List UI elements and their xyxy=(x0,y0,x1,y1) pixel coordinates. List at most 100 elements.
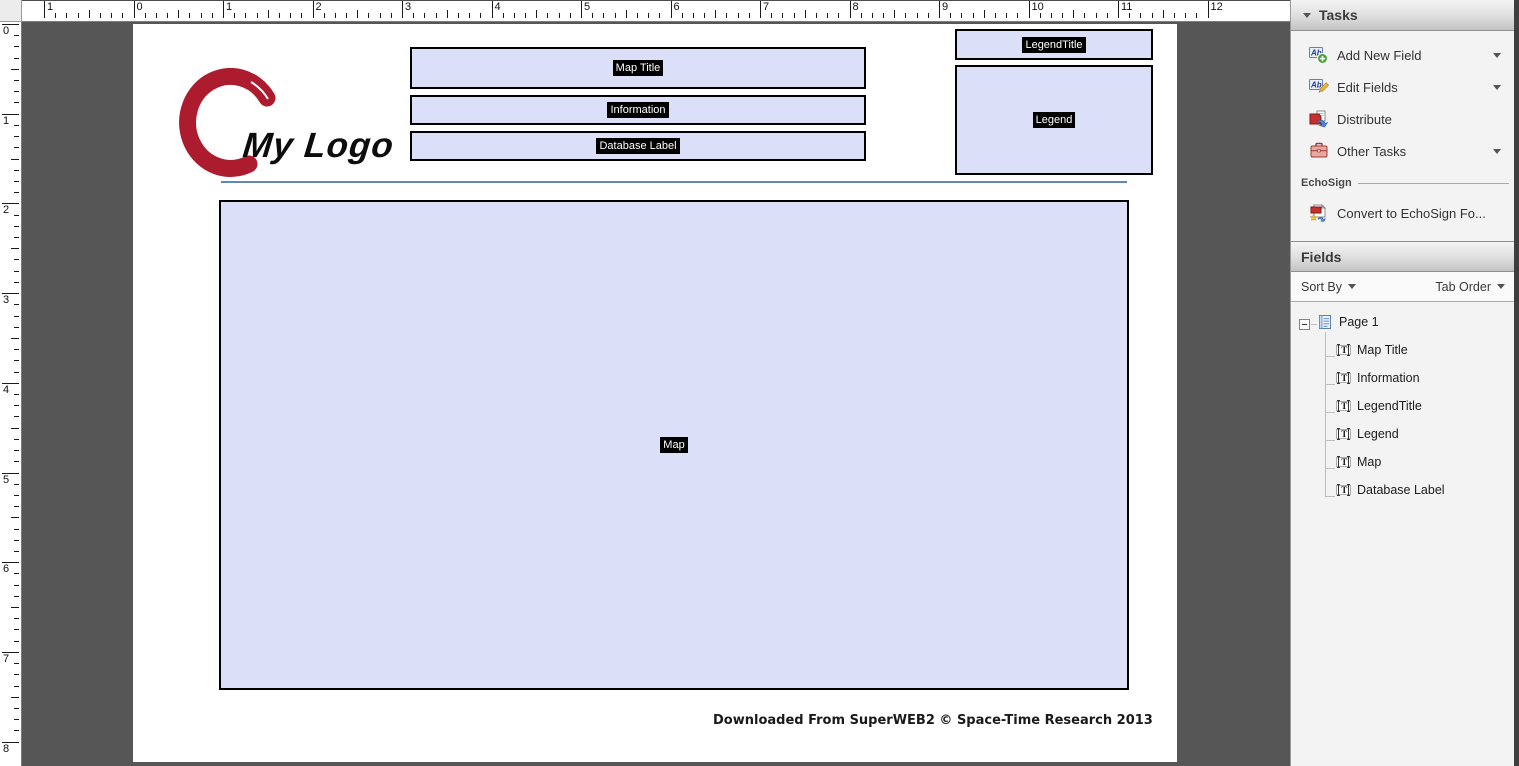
ruler-minor-tick xyxy=(14,147,19,149)
ruler-minor-tick xyxy=(592,13,594,18)
task-item-distribute[interactable]: Distribute xyxy=(1291,103,1519,135)
ruler-minor-tick xyxy=(234,13,236,18)
ruler-minor-tick xyxy=(390,13,392,18)
ruler-major-tick xyxy=(491,1,493,18)
chevron-down-icon[interactable] xyxy=(1493,149,1501,154)
ruler-label: 7 xyxy=(3,652,10,665)
text-field-icon: T xyxy=(1335,482,1352,498)
ruler-major-tick xyxy=(2,382,19,384)
ruler-minor-tick xyxy=(11,337,19,339)
form-field-map-title[interactable]: Map Title xyxy=(410,47,866,89)
tree-node-label: Database Label xyxy=(1357,483,1445,497)
form-field-database-label[interactable]: Database Label xyxy=(410,131,866,161)
ruler-minor-tick xyxy=(14,349,19,351)
tree-expander[interactable] xyxy=(1299,319,1310,330)
ruler-minor-tick xyxy=(536,10,538,18)
task-item-other-tasks[interactable]: Other Tasks xyxy=(1291,135,1519,167)
ruler-minor-tick xyxy=(704,13,706,18)
ruler-minor-tick xyxy=(603,13,605,18)
chevron-down-icon[interactable] xyxy=(1493,53,1501,58)
ruler-minor-tick xyxy=(77,13,79,18)
form-field-information[interactable]: Information xyxy=(410,95,866,125)
ruler-minor-tick xyxy=(14,674,19,676)
ruler-minor-tick xyxy=(804,10,806,18)
ruler-minor-tick xyxy=(883,13,885,18)
ruler-minor-tick xyxy=(737,13,739,18)
ruler-minor-tick xyxy=(894,10,896,18)
ruler-minor-tick xyxy=(14,80,19,82)
ruler-minor-tick xyxy=(1185,13,1187,18)
ruler-minor-tick xyxy=(827,13,829,18)
ruler-minor-tick xyxy=(1084,13,1086,18)
form-field-label: Information xyxy=(607,102,669,118)
ruler-minor-tick xyxy=(14,663,19,665)
ruler-minor-tick xyxy=(14,416,19,418)
tree-node-label: Information xyxy=(1357,371,1420,385)
ruler-minor-tick xyxy=(122,13,124,18)
ruler-minor-tick xyxy=(961,13,963,18)
ruler-minor-tick xyxy=(14,180,19,182)
ruler-label: 8 xyxy=(3,742,10,755)
ruler-minor-tick xyxy=(1050,13,1052,18)
form-field-label: Legend xyxy=(1032,112,1076,128)
tree-node-database-label[interactable]: T Database Label xyxy=(1335,482,1445,498)
ruler-minor-tick xyxy=(14,595,19,597)
echosign-divider xyxy=(1357,182,1509,184)
ruler-major-tick xyxy=(2,472,19,474)
sort-by-dropdown[interactable]: Sort By xyxy=(1301,280,1356,294)
chevron-down-icon[interactable] xyxy=(1493,85,1501,90)
ruler-major-tick xyxy=(939,1,940,18)
form-field-map[interactable]: Map xyxy=(219,200,1129,690)
ruler-minor-tick xyxy=(547,13,549,18)
ruler-minor-tick xyxy=(14,91,19,93)
ruler-label: 11 xyxy=(1121,1,1133,13)
tree-node-label: Map Title xyxy=(1357,343,1408,357)
ruler-minor-tick xyxy=(14,192,19,194)
form-field-legend[interactable]: Legend xyxy=(955,65,1153,175)
ruler-minor-tick xyxy=(525,13,527,18)
form-field-legend-title[interactable]: LegendTitle xyxy=(955,29,1153,60)
ruler-minor-tick xyxy=(11,517,19,519)
ruler-minor-tick xyxy=(1129,13,1131,18)
tab-order-dropdown[interactable]: Tab Order xyxy=(1435,280,1505,294)
ruler-minor-tick xyxy=(1062,13,1064,18)
tree-node-page-1[interactable]: Page 1 xyxy=(1317,314,1379,330)
ruler-minor-tick xyxy=(14,719,19,721)
edit-fields-icon: Ab xyxy=(1309,78,1330,96)
svg-text:T: T xyxy=(1341,485,1347,495)
ruler-label: 0 xyxy=(3,25,10,37)
svg-text:Ab: Ab xyxy=(1310,81,1322,90)
ruler-minor-tick xyxy=(1073,10,1075,18)
ruler-minor-tick xyxy=(14,304,19,306)
ruler-major-tick xyxy=(44,1,45,18)
ruler-minor-tick xyxy=(1162,10,1164,18)
fields-sort-bar: Sort By Tab Order xyxy=(1291,272,1519,302)
svg-text:T: T xyxy=(1341,401,1347,411)
tree-node-label: Page 1 xyxy=(1339,315,1379,329)
ruler-minor-tick xyxy=(178,10,180,18)
ruler-major-tick xyxy=(1118,1,1119,18)
tasks-panel-header[interactable]: Tasks xyxy=(1291,0,1519,31)
echosign-section-label: EchoSign xyxy=(1301,177,1352,189)
ruler-minor-tick xyxy=(14,371,19,373)
ruler-minor-tick xyxy=(111,13,113,18)
convert-to-echosign-button[interactable]: Convert to EchoSign Fo... xyxy=(1291,197,1519,229)
ruler-minor-tick xyxy=(1095,13,1097,18)
ruler-minor-tick xyxy=(167,13,169,18)
ruler-minor-tick xyxy=(290,13,292,18)
fields-panel-title: Fields xyxy=(1301,248,1342,265)
ruler-minor-tick xyxy=(14,506,19,508)
tree-connector xyxy=(1325,356,1335,357)
ruler-minor-tick xyxy=(66,13,68,18)
ruler-minor-tick xyxy=(681,13,683,18)
